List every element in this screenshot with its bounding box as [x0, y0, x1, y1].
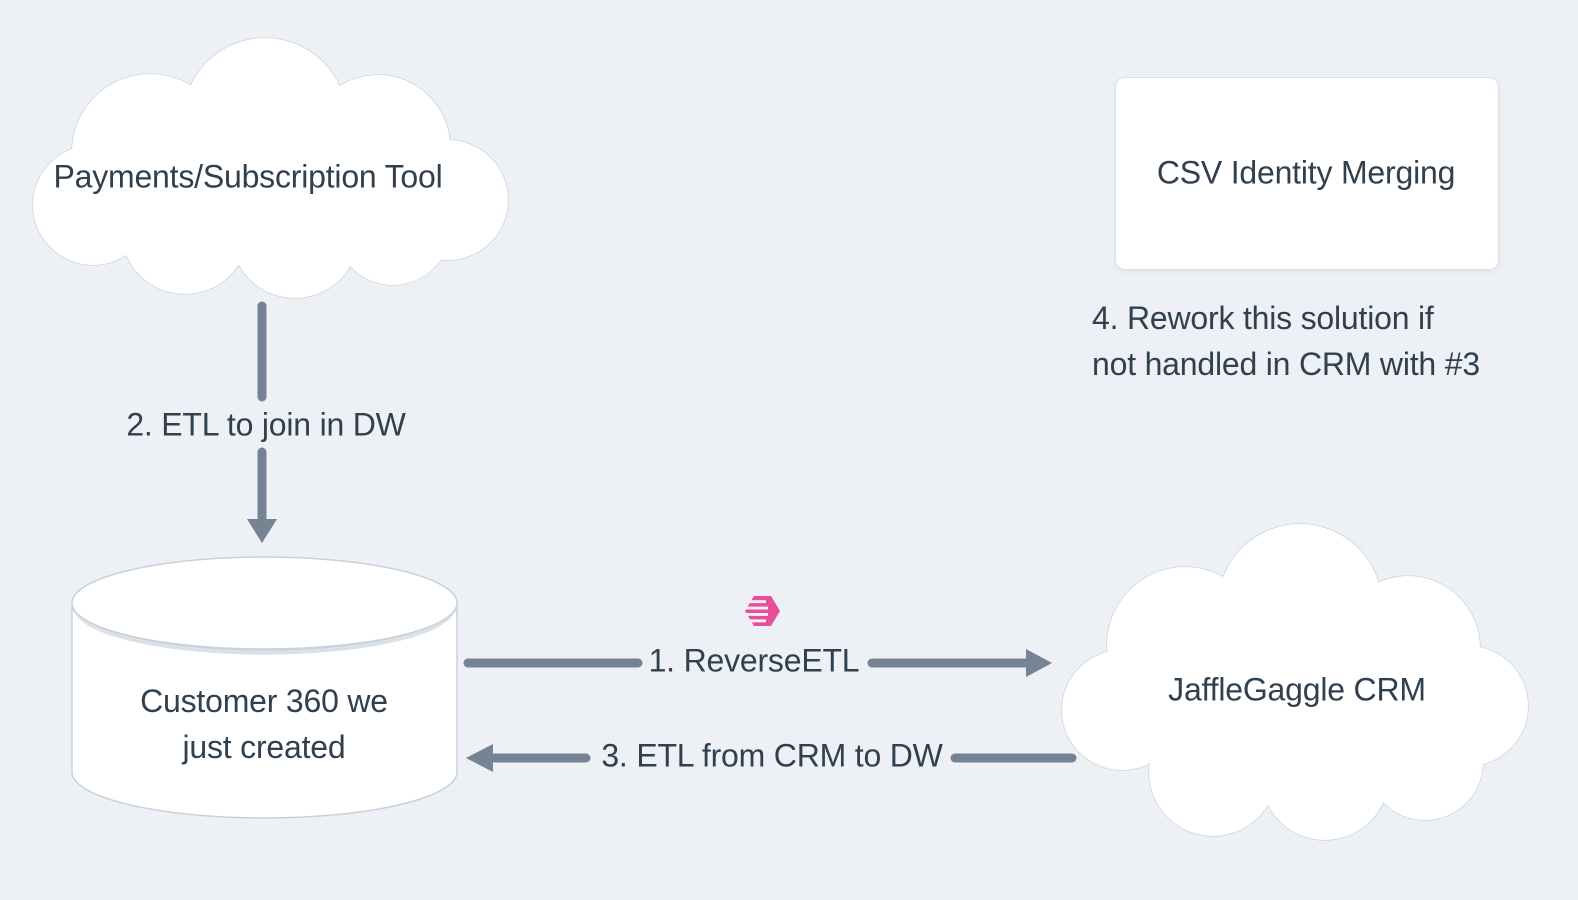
edge-etl-from-crm-label: 3. ETL from CRM to DW [601, 737, 943, 774]
edge-reverse-etl-arrow [463, 649, 1052, 677]
hightouch-logo-icon [744, 596, 780, 626]
edge-etl-from-crm-arrow [466, 744, 1077, 772]
rework-note-line-2: not handled in CRM with #3 [1092, 346, 1480, 382]
customer360-label-line-1: Customer 360 we [140, 683, 388, 719]
payments-cloud-fill [33, 38, 508, 298]
csv-box-label: CSV Identity Merging [1156, 154, 1456, 191]
rework-note: 4. Rework this solution if not handled i… [1092, 295, 1480, 387]
jafflegaggle-cloud-fill [1062, 524, 1528, 840]
jafflegaggle-cloud-label: JaffleGaggle CRM [1168, 671, 1426, 708]
payments-cloud-label: Payments/Subscription Tool [53, 158, 443, 195]
customer360-cylinder-label: Customer 360 we just created [140, 678, 388, 770]
edge-etl-to-dw-label: 2. ETL to join in DW [126, 406, 406, 443]
customer360-label-line-2: just created [182, 729, 346, 765]
rework-note-line-1: 4. Rework this solution if [1092, 300, 1434, 336]
edge-etl-to-dw-arrow [247, 301, 277, 543]
edge-reverse-etl-label: 1. ReverseETL [648, 642, 860, 679]
csv-identity-merging-box [1115, 77, 1499, 270]
customer360-cylinder-shape [71, 556, 458, 819]
